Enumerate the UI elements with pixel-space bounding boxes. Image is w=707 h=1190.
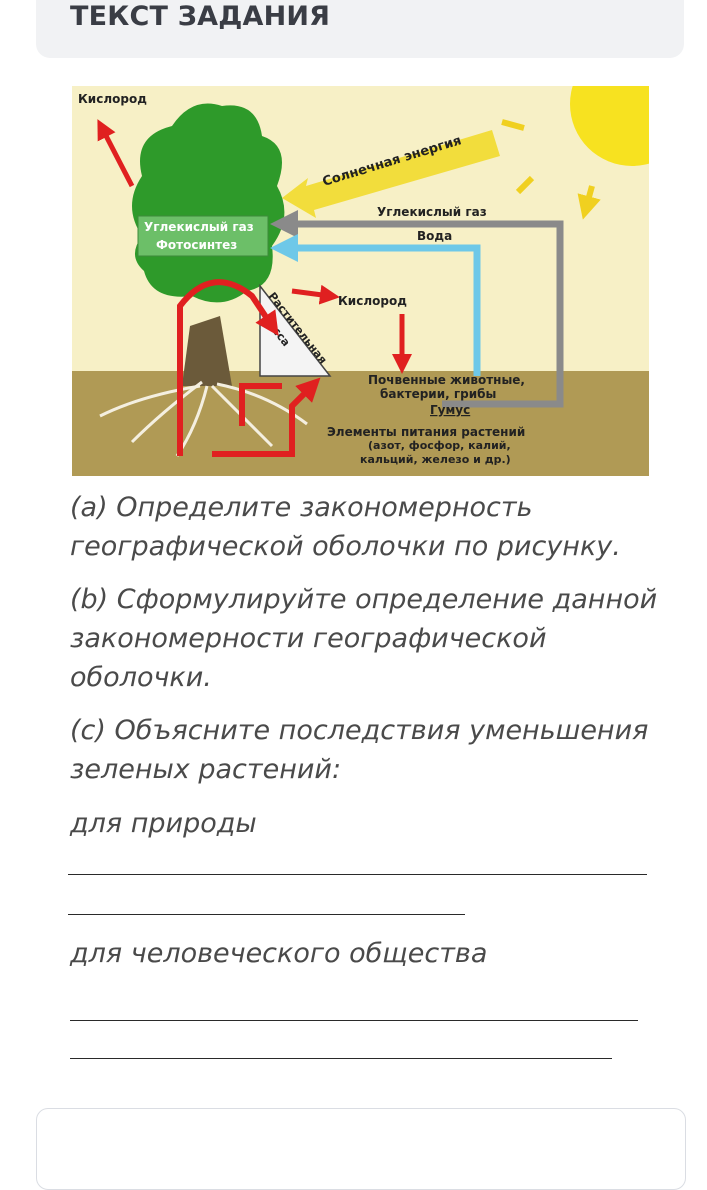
- question-c-line-1: (c) Объясните последствия уменьшения: [70, 711, 648, 751]
- task-figure: Солнечная энергия Углекислый газ Фотосин…: [72, 86, 649, 476]
- answer-line-society-2: [70, 1058, 612, 1059]
- nutrients-label: Элементы питания растений: [327, 425, 525, 439]
- question-b-line-1: (b) Сформулируйте определение данной: [70, 580, 657, 620]
- question-b-line-3: оболочки.: [70, 658, 212, 698]
- co2-top-label: Углекислый газ: [377, 205, 487, 219]
- oxygen-top-label: Кислород: [78, 92, 147, 106]
- photosynthesis-label: Фотосинтез: [156, 238, 237, 252]
- question-a-line-1: (a) Определите закономерность: [70, 488, 533, 528]
- nutrients-list-1: (азот, фосфор, калий,: [368, 439, 511, 452]
- nutrients-list-2: кальций, железо и др.): [360, 453, 511, 466]
- biological-cycle-diagram: Солнечная энергия Углекислый газ Фотосин…: [72, 86, 649, 476]
- question-b-line-2: закономерности географической: [70, 619, 547, 659]
- question-c-line-2: зеленых растений:: [70, 750, 341, 790]
- tree-crown: [132, 104, 284, 303]
- page-title: ТЕКСТ ЗАДАНИЯ: [70, 1, 330, 32]
- co2-box-label: Углекислый газ: [144, 220, 254, 234]
- answer-card[interactable]: [36, 1108, 686, 1190]
- answer-line-nature-1: [68, 874, 647, 875]
- water-label: Вода: [417, 229, 452, 243]
- answer-line-nature-2: [68, 914, 465, 915]
- bullet-nature: для природы: [70, 804, 257, 844]
- soil-animals-label: Почвенные животные,: [368, 373, 525, 387]
- question-a-line-2: географической оболочки по рисунку.: [70, 527, 621, 567]
- answer-line-society-1: [70, 1020, 638, 1021]
- bullet-society: для человеческого общества: [70, 934, 487, 974]
- bacteria-label: бактерии, грибы: [380, 387, 496, 401]
- humus-label: Гумус: [430, 403, 470, 417]
- oxygen-mid-label: Кислород: [338, 294, 407, 308]
